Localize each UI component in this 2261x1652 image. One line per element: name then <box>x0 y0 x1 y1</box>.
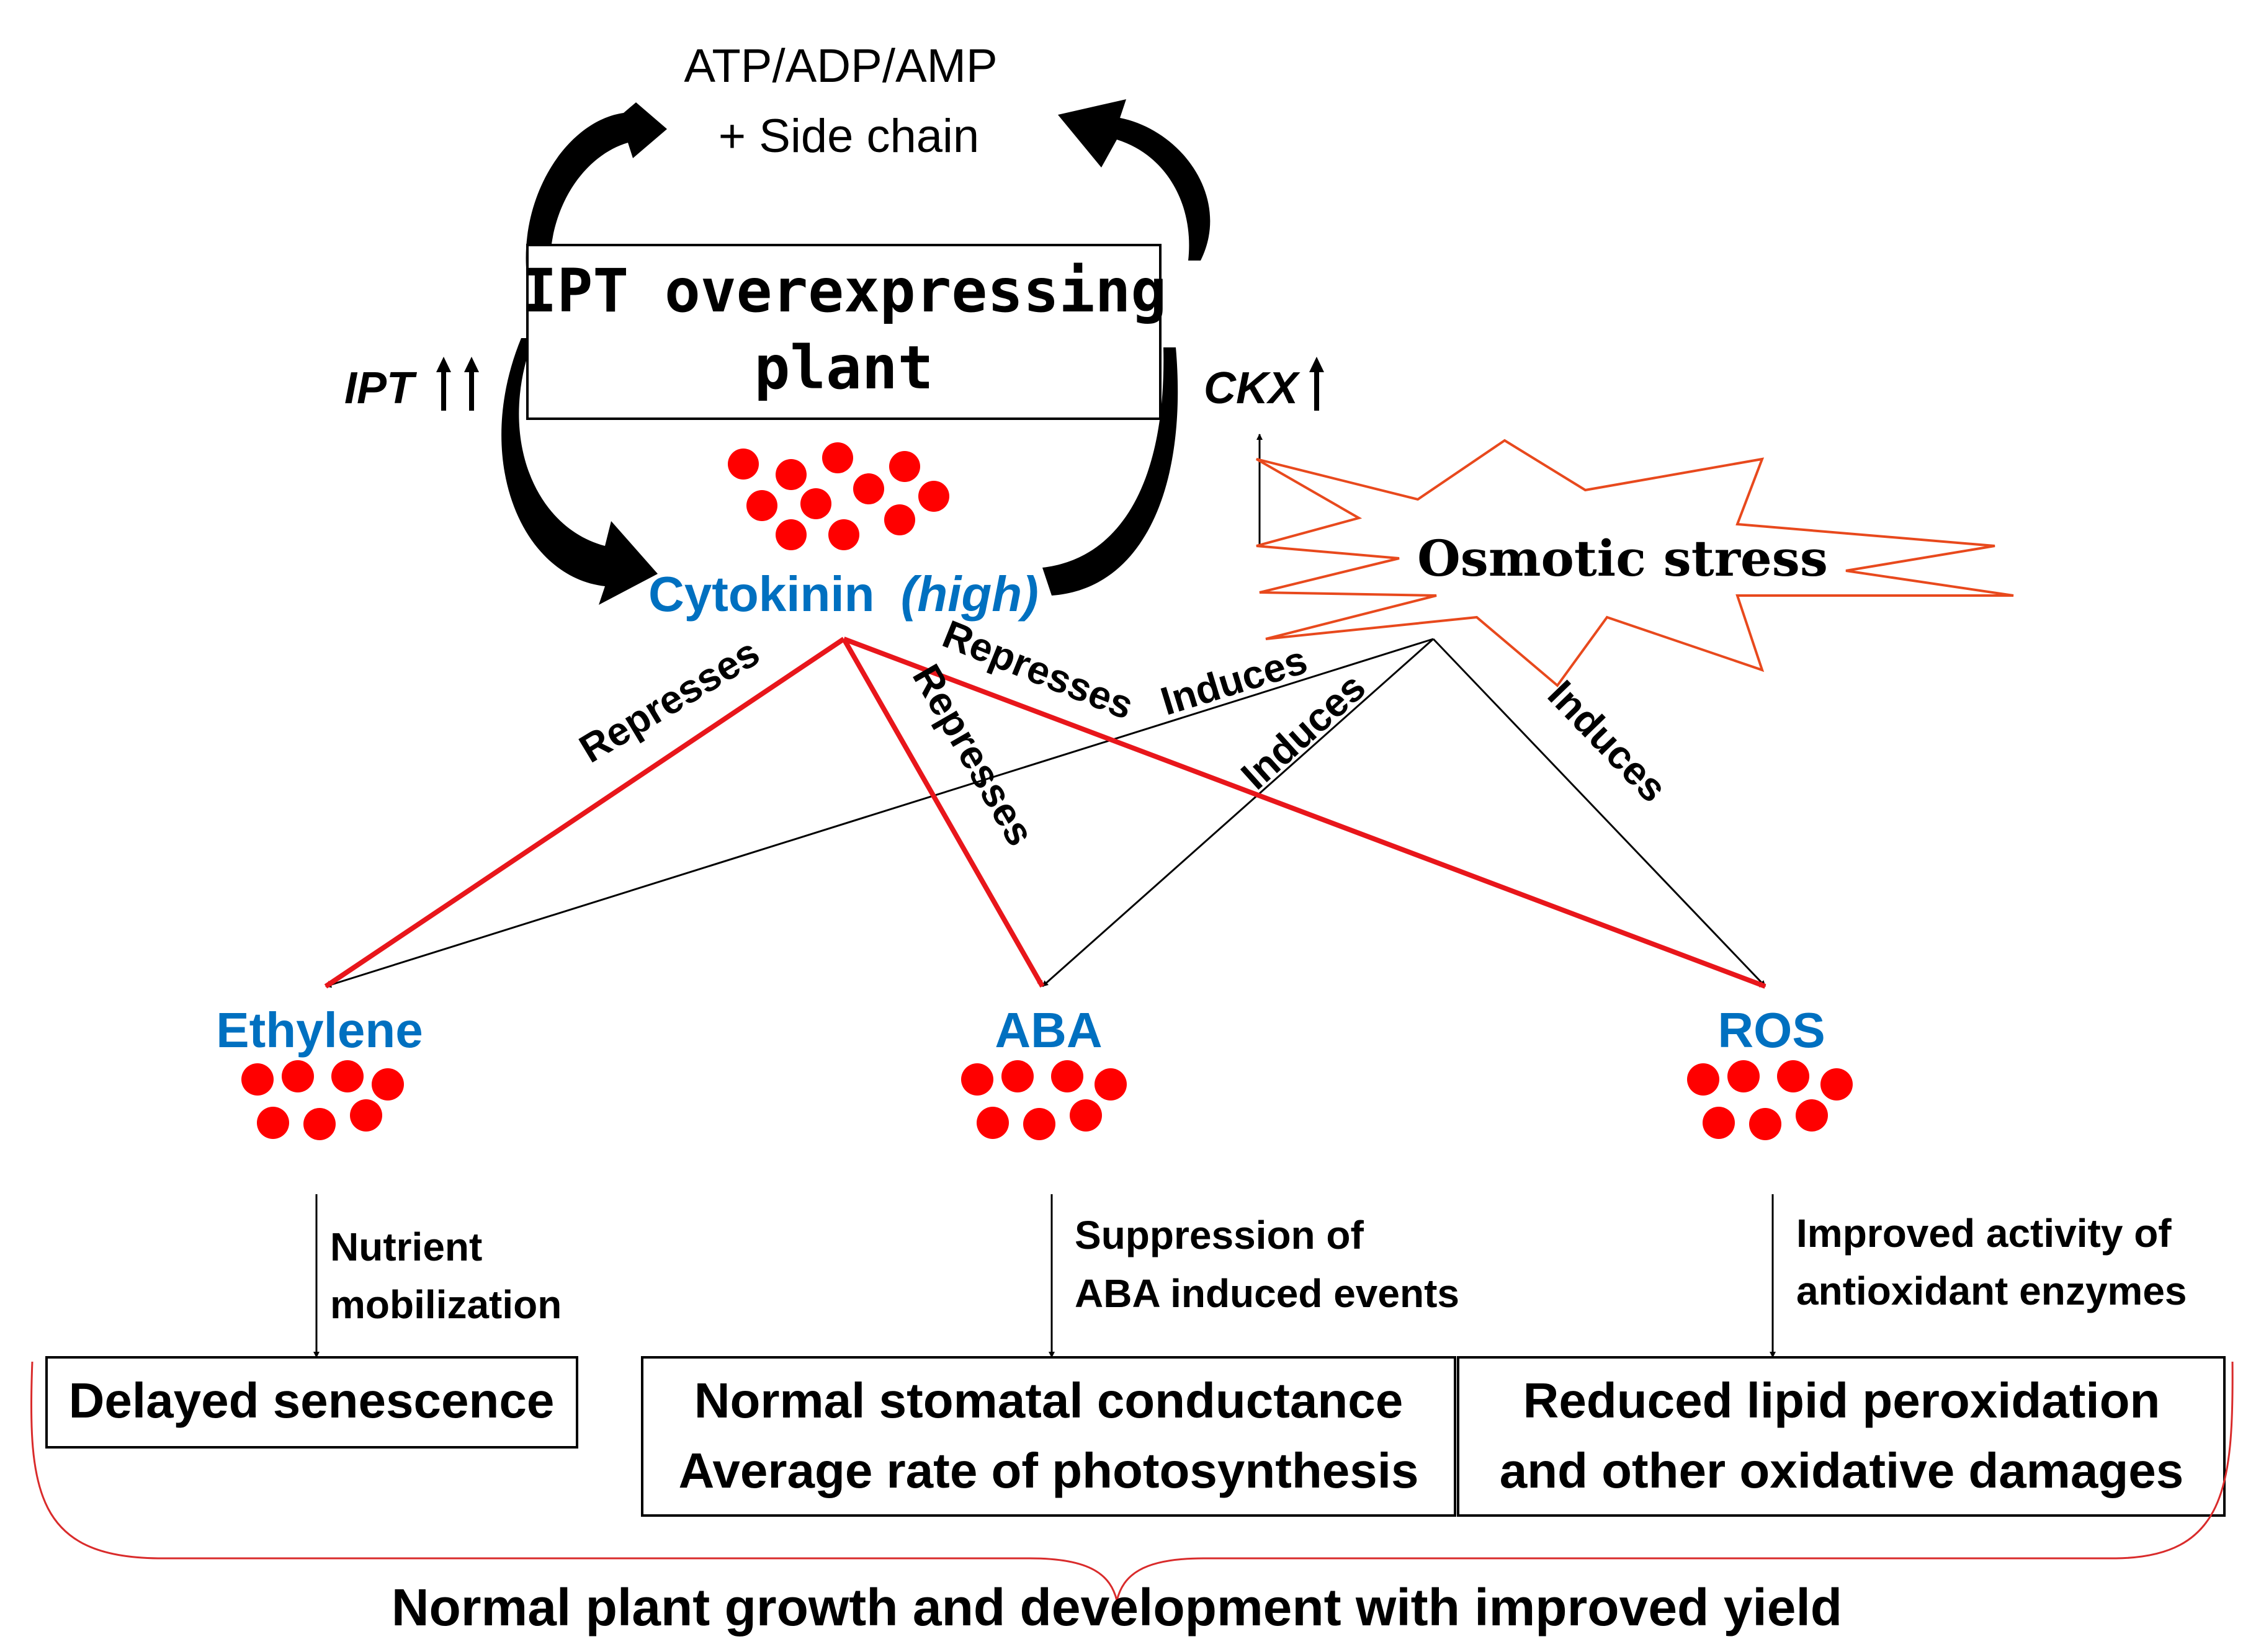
aba-dot <box>1095 1068 1127 1101</box>
cytokinin-dot <box>800 488 831 519</box>
aba-dots <box>961 1060 1127 1140</box>
cytokinin-label: Cytokinin (high) <box>648 566 1039 622</box>
top-label-line1: ATP/ADP/AMP <box>684 40 997 92</box>
outcome-ethylene: Delayed senescence <box>69 1373 555 1428</box>
ros-dot <box>1820 1068 1853 1101</box>
ros-label: ROS <box>1717 1002 1825 1058</box>
osm-to-ros-arrow <box>1432 638 1766 988</box>
aba-process-line2: ABA induced events <box>1075 1271 1459 1316</box>
cycle-arrows <box>501 99 1211 605</box>
ethylene-dot <box>372 1068 404 1101</box>
aba-dot <box>1051 1060 1083 1092</box>
ros-dot <box>1703 1107 1735 1139</box>
summary-bracket <box>30 1361 2234 1601</box>
ros-dot <box>1777 1060 1809 1092</box>
aba-dot <box>1070 1099 1102 1132</box>
cytokinin-dot <box>828 519 859 550</box>
center-box <box>526 244 1162 420</box>
aba-dot <box>961 1063 993 1096</box>
center-box-line2: plant <box>754 333 934 403</box>
cyto-to-ros-arrow <box>843 636 1766 989</box>
ipt-label: IPT <box>344 364 418 413</box>
cytokinin-dot <box>889 451 920 482</box>
cycle-arrow-top-left <box>526 102 667 363</box>
ethylene-process-line2: mobilization <box>330 1282 562 1327</box>
aba-label: ABA <box>995 1002 1102 1058</box>
outcome-aba-line2: Average rate of photosynthesis <box>679 1443 1419 1498</box>
ros-dot <box>1749 1108 1781 1140</box>
ethylene-dot <box>350 1099 382 1132</box>
cytokinin-dot <box>822 442 853 473</box>
outcome-box-ethylene <box>45 1356 578 1449</box>
aba-dot <box>1023 1108 1055 1140</box>
cytokinin-dot <box>884 504 915 535</box>
outcome-ros-line1: Reduced lipid peroxidation <box>1523 1373 2160 1428</box>
cyto-to-aba-arrow <box>841 638 1045 988</box>
outcome-box-ros <box>1457 1356 2226 1517</box>
osmotic-stress-label: Osmotic stress <box>1417 529 1828 587</box>
cycle-arrow-bottom-right <box>1042 347 1178 596</box>
cyto-to-ethylene-arrow <box>324 636 846 989</box>
ethylene-dot <box>303 1108 336 1140</box>
cytokinin-dot <box>853 473 884 504</box>
cycle-arrow-top-right <box>1058 99 1211 261</box>
edge-label-osm-ethylene: Induces <box>1155 637 1312 724</box>
aba-dot <box>1001 1060 1034 1092</box>
ipt-up-arrows-icon <box>436 357 479 411</box>
osm-to-ethylene-arrow <box>325 638 1434 988</box>
ethylene-dot <box>282 1060 314 1092</box>
ethylene-dot <box>241 1063 274 1096</box>
ros-process-line2: antioxidant enzymes <box>1796 1269 2187 1313</box>
cytokinin-dot <box>746 490 777 521</box>
ethylene-label: Ethylene <box>216 1002 423 1058</box>
ethylene-dot <box>257 1107 289 1139</box>
ckx-label: CKX <box>1204 364 1301 413</box>
cytokinin-dot <box>918 481 949 512</box>
ethylene-dot <box>331 1060 364 1092</box>
outcome-box-aba <box>641 1356 1456 1517</box>
edge-label-cyto-ethylene: Represses <box>571 630 767 771</box>
cytokinin-dot <box>776 459 807 490</box>
center-box-line1: IPT overexpressing <box>521 256 1166 326</box>
ros-dot <box>1727 1060 1760 1092</box>
outcome-ros-line2: and other oxidative damages <box>1500 1443 2184 1498</box>
osm-to-aba-arrow <box>1042 638 1434 988</box>
induces-arrows <box>325 638 1766 988</box>
aba-dot <box>977 1107 1009 1139</box>
cycle-arrow-bottom-left <box>501 338 658 605</box>
outcome-aba-line1: Normal stomatal conductance <box>694 1373 1404 1428</box>
cytokinin-dot <box>776 519 807 550</box>
cytokinin-dot <box>728 449 759 480</box>
represses-arrows <box>324 636 1766 989</box>
cytokinin-dots <box>728 442 949 550</box>
edge-label-osm-ros: Induces <box>1539 672 1676 811</box>
ckx-up-arrow-icon <box>1309 357 1324 411</box>
ros-dots <box>1687 1060 1853 1140</box>
osmotic-stress-starburst <box>1256 439 2014 687</box>
summary-text: Normal plant growth and development with… <box>392 1578 1842 1636</box>
ros-process-line1: Improved activity of <box>1796 1211 2172 1256</box>
ethylene-dots <box>241 1060 404 1140</box>
aba-process-line1: Suppression of <box>1075 1213 1364 1257</box>
ros-dot <box>1687 1063 1719 1096</box>
top-label-line2: + Side chain <box>719 110 979 163</box>
ethylene-process-line1: Nutrient <box>330 1225 482 1269</box>
ros-dot <box>1796 1099 1828 1132</box>
